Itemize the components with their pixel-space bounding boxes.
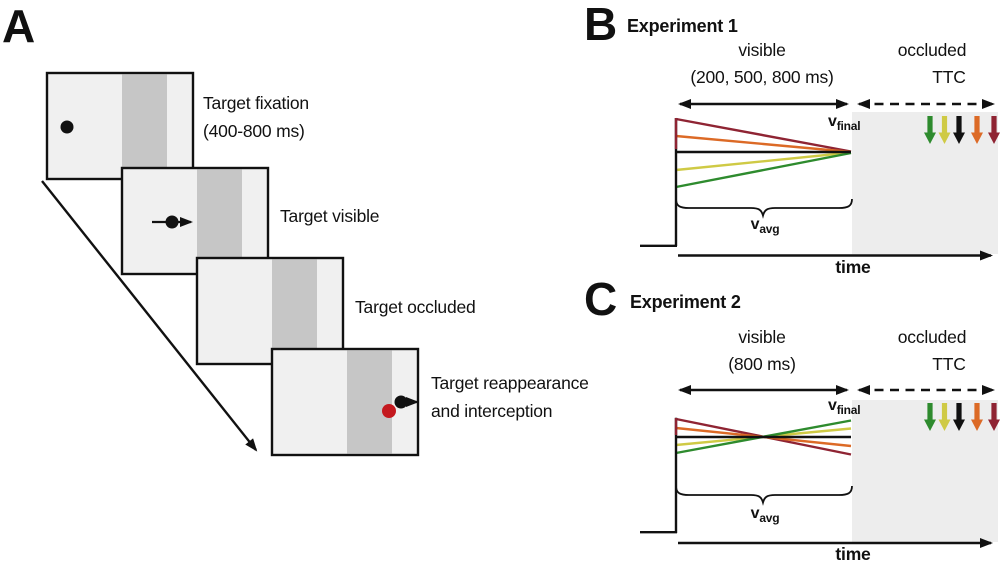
caption-line: Target fixation — [203, 93, 309, 113]
caption-line: Target reappearance — [431, 373, 589, 393]
vavg-brace — [675, 198, 853, 219]
panel-c-label: C — [584, 273, 618, 325]
ttc-arrow-black — [953, 116, 965, 144]
ttc-arrow-black — [953, 403, 965, 431]
visible-phase-label: visible — [738, 40, 786, 60]
caption-line: and interception — [431, 401, 553, 421]
moving-target-dot — [165, 215, 179, 229]
panel-c-graphics — [640, 385, 1000, 548]
vavg-brace — [675, 485, 853, 506]
ttc-arrow-dark-red — [988, 403, 1000, 431]
panel-a-graphics — [41, 71, 420, 457]
fixation-dot — [60, 120, 74, 134]
caption-line: Target visible — [280, 206, 380, 226]
trial-screen-fixation — [45, 71, 195, 181]
v-final-subscript: final — [836, 403, 861, 417]
v-final-label: vfinal — [828, 113, 861, 133]
visible-duration-label: (800 ms) — [728, 354, 796, 374]
ttc-arrow-orange — [971, 116, 983, 144]
interception-cursor-dot — [382, 404, 396, 418]
occluder-band — [347, 350, 392, 454]
time-axis-label: time — [835, 544, 871, 564]
velocity-profiles-exp1 — [675, 117, 852, 189]
v-avg-label: vavg — [750, 505, 780, 525]
screen-caption-fixation: Target fixation (400-800 ms) — [203, 89, 309, 145]
occluded-phase-label: occluded — [897, 40, 967, 60]
occluder-band — [197, 169, 242, 273]
occluder-band — [122, 74, 167, 178]
visible-duration-label: (200, 500, 800 ms) — [690, 67, 834, 87]
v-avg-symbol: v — [750, 216, 760, 233]
v-avg-label: vavg — [750, 216, 780, 236]
ttc-arrow-yellow — [938, 116, 951, 144]
ttc-arrow-green — [924, 116, 936, 144]
ttc-arrow-orange — [971, 403, 983, 431]
occluded-phase-label: occluded — [897, 327, 967, 347]
v-avg-symbol: v — [750, 505, 760, 522]
velocity-line-green — [675, 151, 852, 189]
screen-caption-occluded: Target occluded — [355, 293, 476, 321]
trial-screen-occluded — [195, 256, 345, 366]
caption-line: (400-800 ms) — [203, 121, 305, 141]
caption-line: Target occluded — [355, 297, 476, 317]
experiment-2-title: Experiment 2 — [630, 292, 741, 312]
ttc-arrow-yellow — [938, 403, 951, 431]
trial-sequence-arrow — [41, 180, 258, 452]
ttc-arrows-exp2 — [924, 403, 1000, 431]
velocity-line-orange — [675, 134, 852, 154]
velocity-line-yellow — [675, 151, 852, 172]
v-avg-subscript: avg — [759, 222, 780, 236]
screen-caption-reappearance: Target reappearance and interception — [431, 369, 589, 425]
panel-b-label: B — [584, 0, 618, 50]
v-final-symbol: v — [828, 397, 837, 414]
occluder-band — [272, 259, 317, 363]
v-final-subscript: final — [836, 119, 861, 133]
velocity-line-dark-red — [675, 117, 852, 153]
panel-b-graphics — [640, 99, 1000, 261]
ttc-arrows-exp1 — [924, 116, 1000, 144]
ttc-arrow-dark-red — [988, 116, 1000, 144]
trial-screen-visible — [120, 166, 270, 276]
visible-phase-label: visible — [738, 327, 786, 347]
ttc-label: TTC — [932, 67, 966, 87]
v-final-symbol: v — [828, 113, 837, 130]
velocity-profiles-exp2 — [675, 417, 852, 456]
ttc-label: TTC — [932, 354, 966, 374]
screen-caption-visible: Target visible — [280, 202, 380, 230]
reappeared-target-dot — [394, 395, 408, 409]
experiment-1-title: Experiment 1 — [627, 16, 738, 36]
v-final-label: vfinal — [828, 397, 861, 417]
ttc-arrow-green — [924, 403, 936, 431]
time-axis-label: time — [835, 257, 871, 277]
panel-a-label: A — [2, 0, 36, 52]
v-avg-subscript: avg — [759, 511, 780, 525]
trial-screen-reappearance — [270, 347, 420, 457]
